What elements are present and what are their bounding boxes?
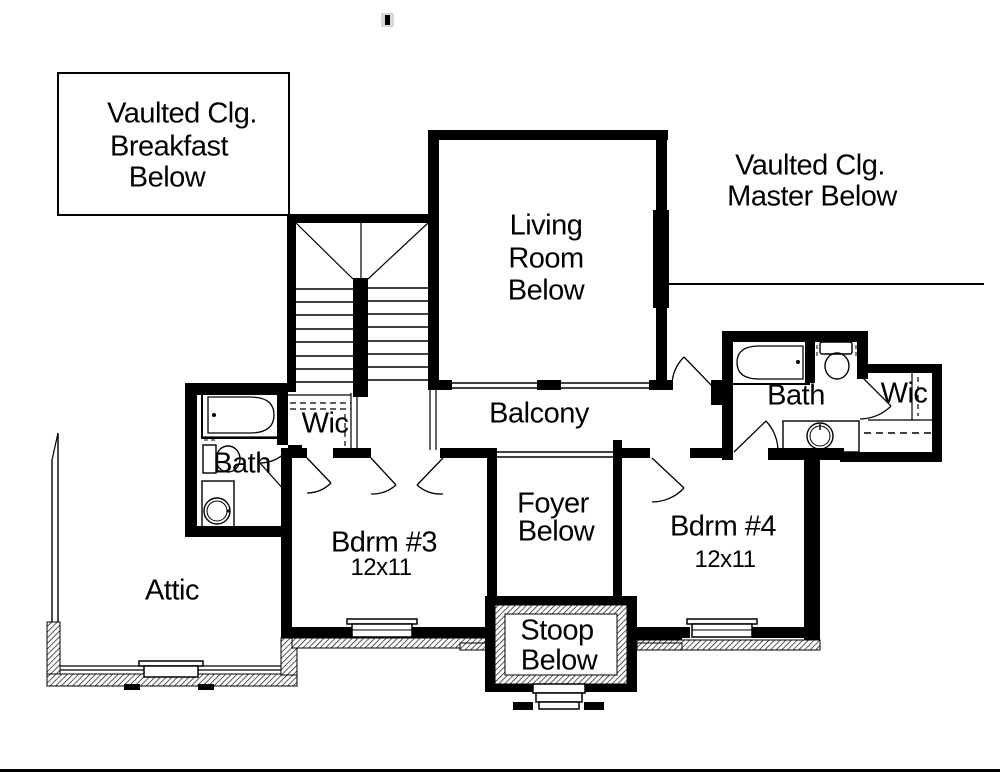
- right-wic-closet: [864, 373, 938, 434]
- bathtub-basin: [736, 345, 804, 380]
- bdrm4-door: [651, 457, 685, 503]
- label-bath-right: Bath: [767, 379, 825, 412]
- tub-drain: [796, 360, 800, 364]
- vanity-icon: [782, 420, 860, 453]
- door-symbols: [259, 356, 892, 503]
- bdrm3-window: [346, 618, 418, 638]
- sink-icon: [806, 422, 834, 450]
- sink-basin: [206, 500, 228, 522]
- balcony-hall-door: [671, 356, 713, 387]
- faucet-dot: [226, 509, 230, 513]
- stair-divider-wall: [353, 278, 368, 397]
- balcony-railings: [428, 380, 725, 458]
- left-wic-door: [306, 457, 332, 494]
- railing-posts: [428, 380, 725, 405]
- label-foyer-line2: Below: [517, 515, 595, 548]
- sink-icon: [203, 497, 231, 525]
- breakfast-outline: [57, 72, 290, 216]
- label-living-line3: Below: [507, 274, 585, 307]
- label-living-line1: Living: [509, 209, 583, 242]
- windows: [124, 618, 758, 690]
- stair-top-wall: [287, 214, 437, 223]
- stoop-footing: [513, 702, 533, 710]
- living-room-walls: [428, 130, 669, 383]
- label-stoop-line1: Stoop: [520, 614, 594, 647]
- stoop-structure: [485, 596, 637, 710]
- right-wic-door: [859, 374, 892, 420]
- top-tick-mark: [381, 13, 394, 27]
- bdrm3-double-door: [370, 457, 444, 495]
- stoop-steps: [532, 683, 586, 710]
- label-breakfast-line2: Breakfast: [110, 130, 229, 163]
- page-bottom-rule: [0, 769, 1000, 772]
- bathtub-basin: [207, 396, 275, 434]
- label-attic: Attic: [145, 574, 199, 607]
- label-wic-left: Wic: [301, 407, 349, 440]
- left-bath-door: [259, 452, 286, 492]
- vanity-icon: [201, 480, 235, 533]
- label-bdrm4-dims: 12x11: [694, 546, 756, 573]
- label-bdrm3-dims: 12x11: [350, 554, 412, 581]
- bedroom-wing-walls: [281, 440, 820, 643]
- bathtub-icon: [731, 340, 810, 385]
- bdrm3-right-wall: [487, 448, 497, 600]
- bdrm4-window: [686, 618, 758, 638]
- label-foyer-line1: Foyer: [517, 487, 589, 520]
- stair-treads-left: [296, 288, 353, 383]
- stoop-footing: [584, 702, 604, 710]
- right-bath-fixtures: [731, 340, 860, 453]
- stair-winder-diagonal: [367, 222, 429, 280]
- left-bath-fixtures: [201, 391, 280, 533]
- living-top-wall: [428, 130, 668, 140]
- bdrm4-right-wall: [804, 460, 820, 643]
- label-breakfast-line1: Vaulted Clg.: [107, 97, 257, 130]
- bdrm3-left-wall: [281, 448, 292, 638]
- tub-drain: [212, 413, 216, 417]
- attic-window: [124, 660, 214, 690]
- toilet-bowl: [215, 445, 241, 473]
- label-bdrm4: Bdrm #4: [669, 510, 777, 543]
- fireplace-chase: [653, 210, 669, 308]
- label-master-line1: Vaulted Clg.: [735, 149, 885, 182]
- label-balcony: Balcony: [489, 397, 589, 430]
- stair-left-wall: [287, 214, 296, 392]
- label-living-line2: Room: [508, 242, 584, 275]
- label-master-line2: Master Below: [727, 180, 897, 213]
- toilet-bowl: [824, 352, 850, 380]
- bathtub-icon: [201, 391, 280, 439]
- label-breakfast-line3: Below: [128, 161, 206, 194]
- living-left-wall: [428, 130, 439, 383]
- staircase: [287, 214, 437, 397]
- stair-winder-diagonal: [295, 222, 354, 280]
- stair-treads-right: [368, 287, 428, 381]
- toilet-icon: [819, 341, 853, 355]
- label-bdrm3: Bdrm #3: [330, 526, 438, 559]
- right-bath-door: [733, 420, 779, 453]
- label-bath-left: Bath: [213, 447, 271, 480]
- left-wic-closet: [288, 393, 358, 448]
- label-stoop-line2: Below: [520, 644, 598, 677]
- foyer-right-wall: [613, 440, 622, 600]
- label-wic-right: Wic: [880, 377, 928, 410]
